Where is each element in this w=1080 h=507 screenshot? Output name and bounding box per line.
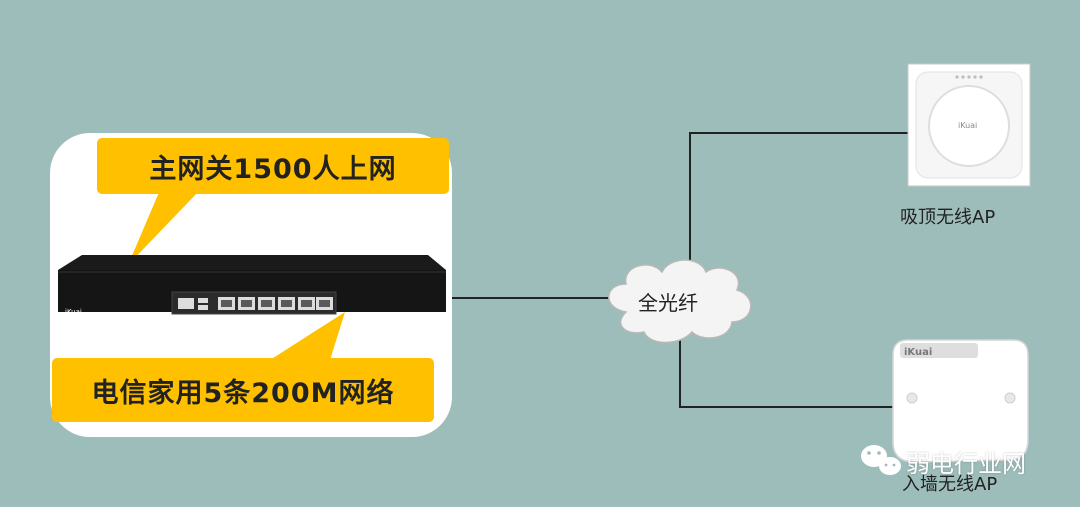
wall-ap-brand-logo: iKuai <box>904 347 932 358</box>
wall-ap-device: iKuai <box>892 339 1029 463</box>
fiber-cloud-icon <box>608 259 752 344</box>
wechat-icon <box>861 445 901 475</box>
router-brand-logo: iKuai <box>65 308 82 316</box>
fiber-to-ceiling-ap-line <box>689 132 908 270</box>
fiber-label: 全光纤 <box>638 291 698 315</box>
top-callout-pointer <box>128 190 200 265</box>
router-device: iKuai <box>58 255 446 316</box>
bottom-callout-pointer <box>270 312 345 360</box>
wall-ap-label: 入墙无线AP <box>902 474 998 495</box>
wan-callout: 电信家用5条200M网络 <box>52 358 434 422</box>
watermark-text: 弱电行业网 <box>906 449 1026 478</box>
connection-lines <box>448 132 908 408</box>
watermark: 弱电行业网 <box>860 444 1026 478</box>
gateway-callout: 主网关1500人上网 <box>97 138 449 194</box>
fiber-to-wall-ap-line <box>679 335 893 408</box>
ceiling-ap-device: iKuai <box>907 63 1031 187</box>
ceiling-ap-brand-logo: iKuai <box>958 121 977 130</box>
ceiling-ap-label: 吸顶无线AP <box>900 207 996 228</box>
